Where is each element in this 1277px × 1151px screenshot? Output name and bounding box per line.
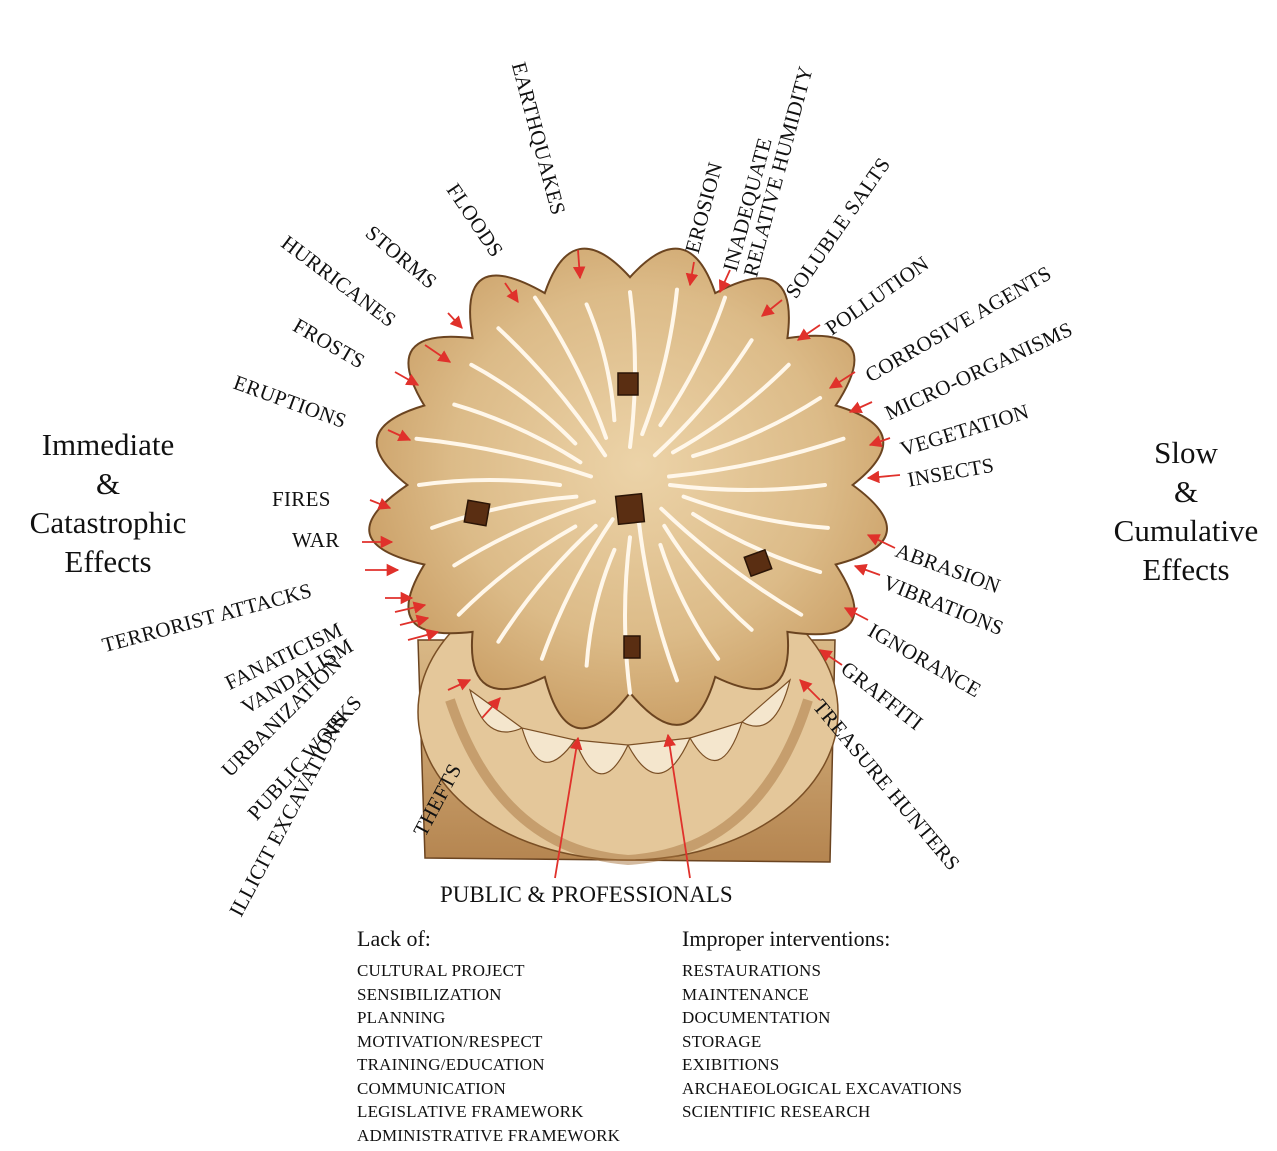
immediate-catastrophic-effects-caption: Immediate & Catastrophic Effects (0, 425, 216, 581)
arrow-insects (868, 475, 900, 478)
lack-item: CULTURAL PROJECT (357, 959, 620, 983)
slow-cumulative-effects-caption: Slow & Cumulative Effects (1098, 433, 1274, 589)
improper-interventions-heading: Improper interventions: (682, 925, 962, 953)
public-professionals-label: PUBLIC & PROFESSIONALS (440, 882, 733, 908)
threat-label-fires: FIRES (272, 489, 331, 510)
improper-item: STORAGE (682, 1030, 962, 1054)
lack-item: TRAINING/EDUCATION (357, 1053, 620, 1077)
improper-item: ARCHAEOLOGICAL EXCAVATIONS (682, 1077, 962, 1101)
threat-label-line: FIRES (272, 489, 331, 510)
caption-line: Immediate (0, 425, 216, 464)
improper-item: MAINTENANCE (682, 983, 962, 1007)
arrow-micro (850, 402, 872, 412)
caption-line: & (0, 464, 216, 503)
lack-item: SENSIBILIZATION (357, 983, 620, 1007)
lack-item: PLANNING (357, 1006, 620, 1030)
caption-line: Effects (0, 542, 216, 581)
caption-line: & (1098, 472, 1274, 511)
lack-of-list: Lack of: CULTURAL PROJECT SENSIBILIZATIO… (357, 925, 620, 1147)
caption-line: Cumulative (1098, 511, 1274, 550)
lack-item: LEGISLATIVE FRAMEWORK (357, 1100, 620, 1124)
arrow-storms (448, 313, 462, 328)
caption-line: Effects (1098, 550, 1274, 589)
lack-item: ADMINISTRATIVE FRAMEWORK (357, 1124, 620, 1148)
improper-item: SCIENTIFIC RESEARCH (682, 1100, 962, 1124)
lack-of-heading: Lack of: (357, 925, 620, 953)
arrow-publicworks (408, 632, 438, 640)
lack-item: COMMUNICATION (357, 1077, 620, 1101)
threat-label-war: WAR (292, 530, 340, 551)
arrow-vibrations (855, 566, 880, 575)
improper-interventions-list: Improper interventions: RESTAURATIONS MA… (682, 925, 962, 1124)
caption-line: Catastrophic (0, 503, 216, 542)
caption-line: Slow (1098, 433, 1274, 472)
threat-label-line: WAR (292, 530, 340, 551)
lack-item: MOTIVATION/RESPECT (357, 1030, 620, 1054)
improper-item: EXIBITIONS (682, 1053, 962, 1077)
improper-item: DOCUMENTATION (682, 1006, 962, 1030)
improper-item: RESTAURATIONS (682, 959, 962, 983)
